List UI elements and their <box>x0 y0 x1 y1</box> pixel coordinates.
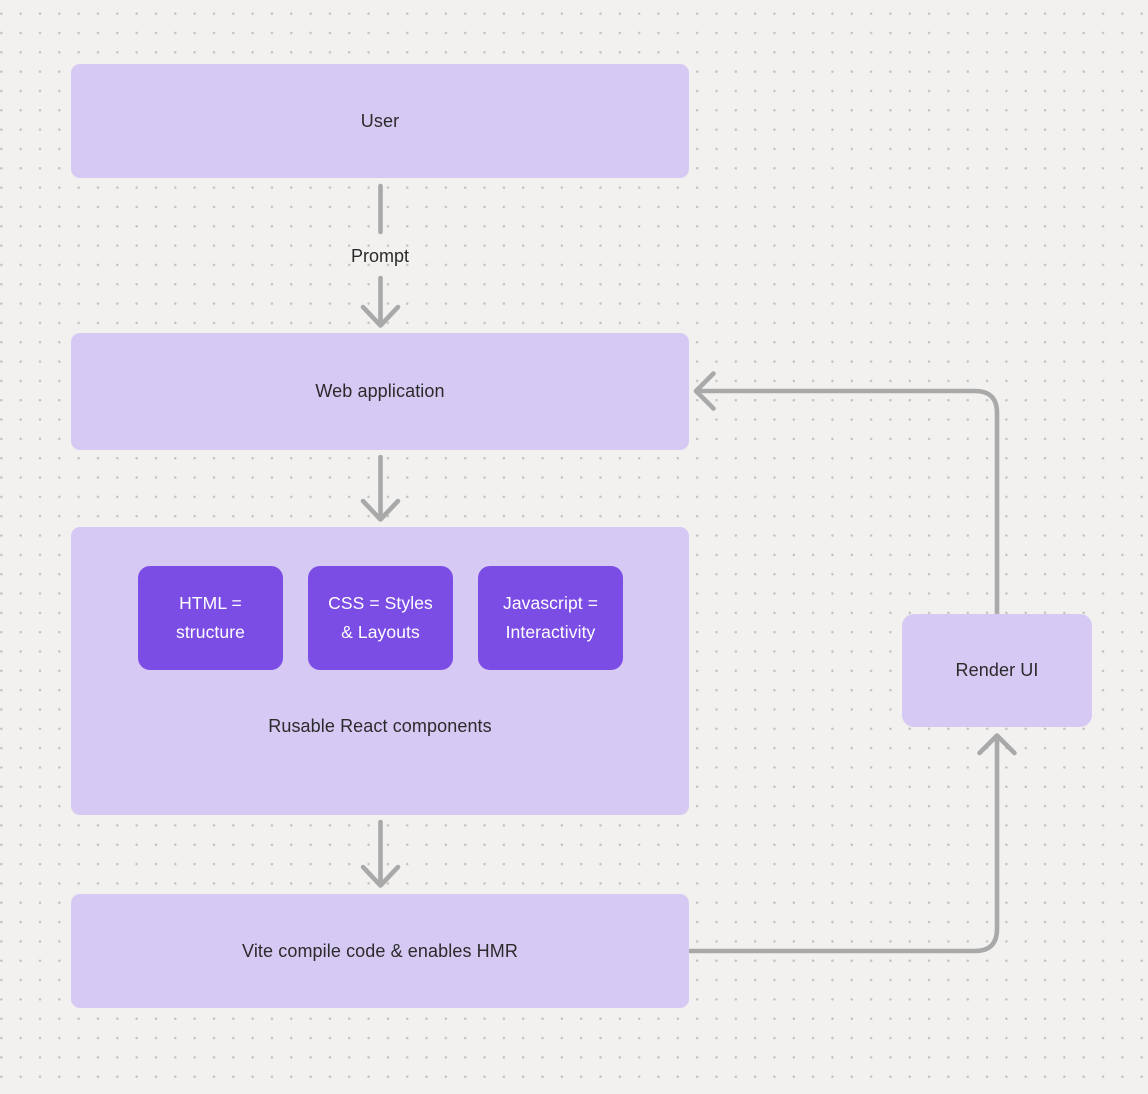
chip-html-line2: structure <box>176 622 245 642</box>
node-render-ui-label: Render UI <box>955 660 1039 680</box>
node-user: User <box>71 64 689 178</box>
arrowhead-components-to-vite <box>360 864 401 888</box>
edge-label-prompt: Prompt <box>350 246 410 266</box>
arrowhead-vite-to-renderui <box>977 733 1017 756</box>
chip-html-line1: HTML = <box>179 593 242 613</box>
node-render-ui: Render UI <box>902 614 1092 727</box>
chip-javascript: Javascript = Interactivity <box>478 566 623 670</box>
node-user-label: User <box>360 110 400 131</box>
node-web-application-label: Web application <box>315 381 445 401</box>
node-components-group: HTML = structure CSS = Styles & Layouts … <box>71 527 689 815</box>
chip-javascript-line1: Javascript = <box>502 593 599 613</box>
components-caption: Rusable React components <box>268 716 492 736</box>
node-web-application: Web application <box>71 333 689 450</box>
node-vite-label: Vite compile code & enables HMR <box>242 940 518 961</box>
arrowhead-webapp-to-components <box>360 498 401 522</box>
components-row: HTML = structure CSS = Styles & Layouts … <box>138 566 623 670</box>
arrowhead-user-to-webapp <box>360 304 401 328</box>
arrow-renderui-to-webapp <box>698 388 1000 617</box>
chip-html: HTML = structure <box>138 566 283 670</box>
chip-css-line2: & Layouts <box>341 622 420 642</box>
node-vite: Vite compile code & enables HMR <box>71 894 689 1008</box>
chip-javascript-line2: Interactivity <box>505 622 596 642</box>
chip-css: CSS = Styles & Layouts <box>308 566 453 670</box>
arrowhead-renderui-to-webapp <box>693 371 716 411</box>
arrow-vite-to-renderui <box>687 738 1000 954</box>
chip-css-line1: CSS = Styles <box>328 593 433 613</box>
